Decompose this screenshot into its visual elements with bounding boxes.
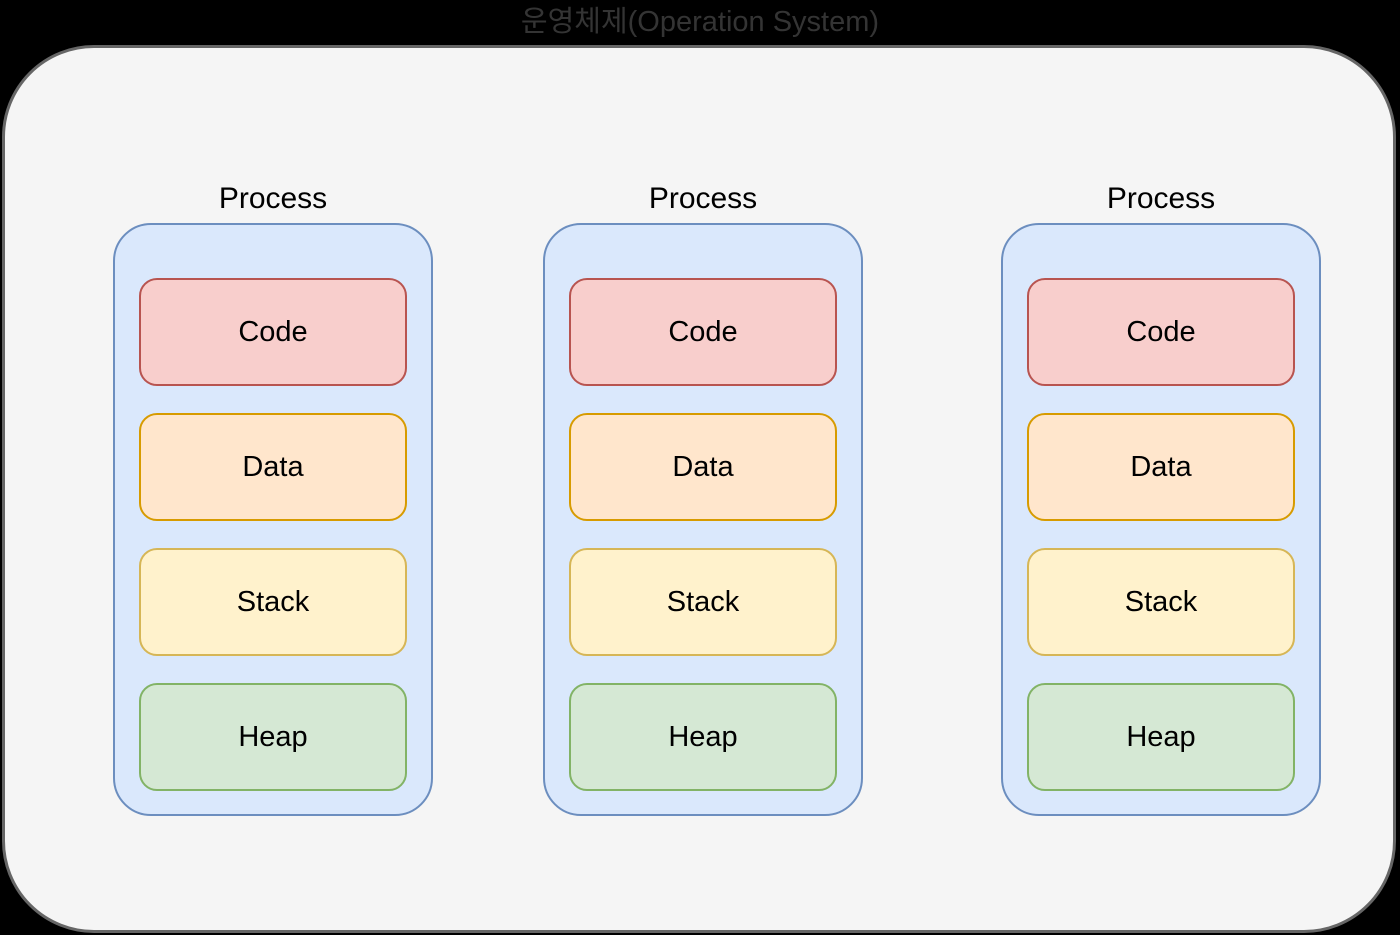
process-column-1: Process Code Data Stack Heap: [113, 178, 433, 816]
process-column-2: Process Code Data Stack Heap: [543, 178, 863, 816]
os-title: 운영체제(Operation System): [520, 6, 880, 38]
process-label: Process: [1106, 182, 1216, 215]
segment-heap: Heap: [1027, 683, 1295, 791]
segment-code: Code: [139, 278, 407, 386]
segment-data: Data: [569, 413, 837, 521]
process-box: Code Data Stack Heap: [543, 223, 863, 816]
segment-stack: Stack: [139, 548, 407, 656]
segment-heap: Heap: [139, 683, 407, 791]
os-container: Process Code Data Stack Heap Process Cod…: [2, 45, 1396, 933]
segment-heap: Heap: [569, 683, 837, 791]
segment-code: Code: [569, 278, 837, 386]
process-box: Code Data Stack Heap: [1001, 223, 1321, 816]
process-label: Process: [218, 182, 328, 215]
segment-code: Code: [1027, 278, 1295, 386]
process-box: Code Data Stack Heap: [113, 223, 433, 816]
segment-stack: Stack: [1027, 548, 1295, 656]
segment-data: Data: [1027, 413, 1295, 521]
segment-data: Data: [139, 413, 407, 521]
process-label: Process: [648, 182, 758, 215]
segment-stack: Stack: [569, 548, 837, 656]
process-column-3: Process Code Data Stack Heap: [1001, 178, 1321, 816]
